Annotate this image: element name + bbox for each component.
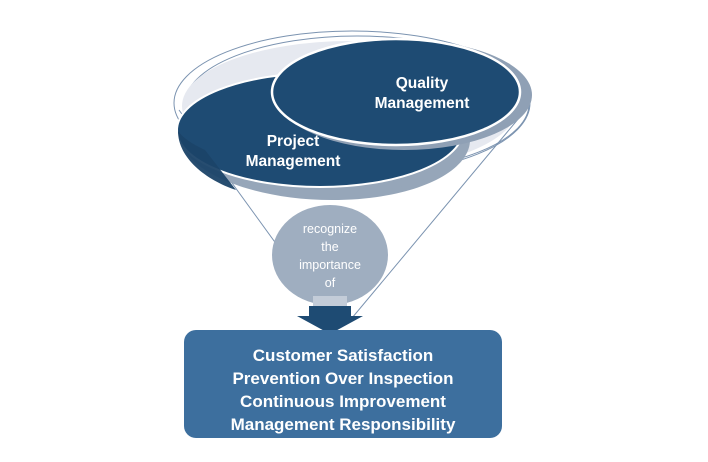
outcome-line-2: Prevention Over Inspection — [232, 369, 453, 388]
project-management-label-line2: Management — [246, 153, 341, 170]
outcome-line-3: Continuous Improvement — [240, 392, 446, 411]
project-management-label-line1: Project — [267, 133, 320, 150]
quality-management-label-line1: Quality — [396, 75, 449, 92]
outcome-line-4: Management Responsibility — [231, 415, 456, 434]
outcome-box-text: Customer Satisfaction Prevention Over In… — [231, 346, 456, 434]
core-circle-line-3: importance — [299, 258, 361, 272]
core-circle-shape — [272, 205, 388, 305]
core-circle-line-4: of — [325, 276, 336, 290]
core-circle-line-2: the — [321, 240, 338, 254]
outcome-line-1: Customer Satisfaction — [253, 346, 433, 365]
project-management-shadow — [178, 131, 236, 190]
outcome-box[interactable] — [184, 330, 502, 438]
quality-management-label-line2: Management — [375, 95, 470, 112]
core-circle-line-1: recognize — [303, 222, 357, 236]
project-management-label: Project Management — [246, 133, 341, 170]
ellipse-quality-management[interactable] — [270, 37, 522, 147]
funnel-tip — [313, 296, 347, 306]
quality-management-label: Quality Management — [375, 75, 470, 112]
core-circle[interactable]: recognize the importance of — [272, 205, 388, 305]
down-arrow-icon — [297, 306, 363, 334]
